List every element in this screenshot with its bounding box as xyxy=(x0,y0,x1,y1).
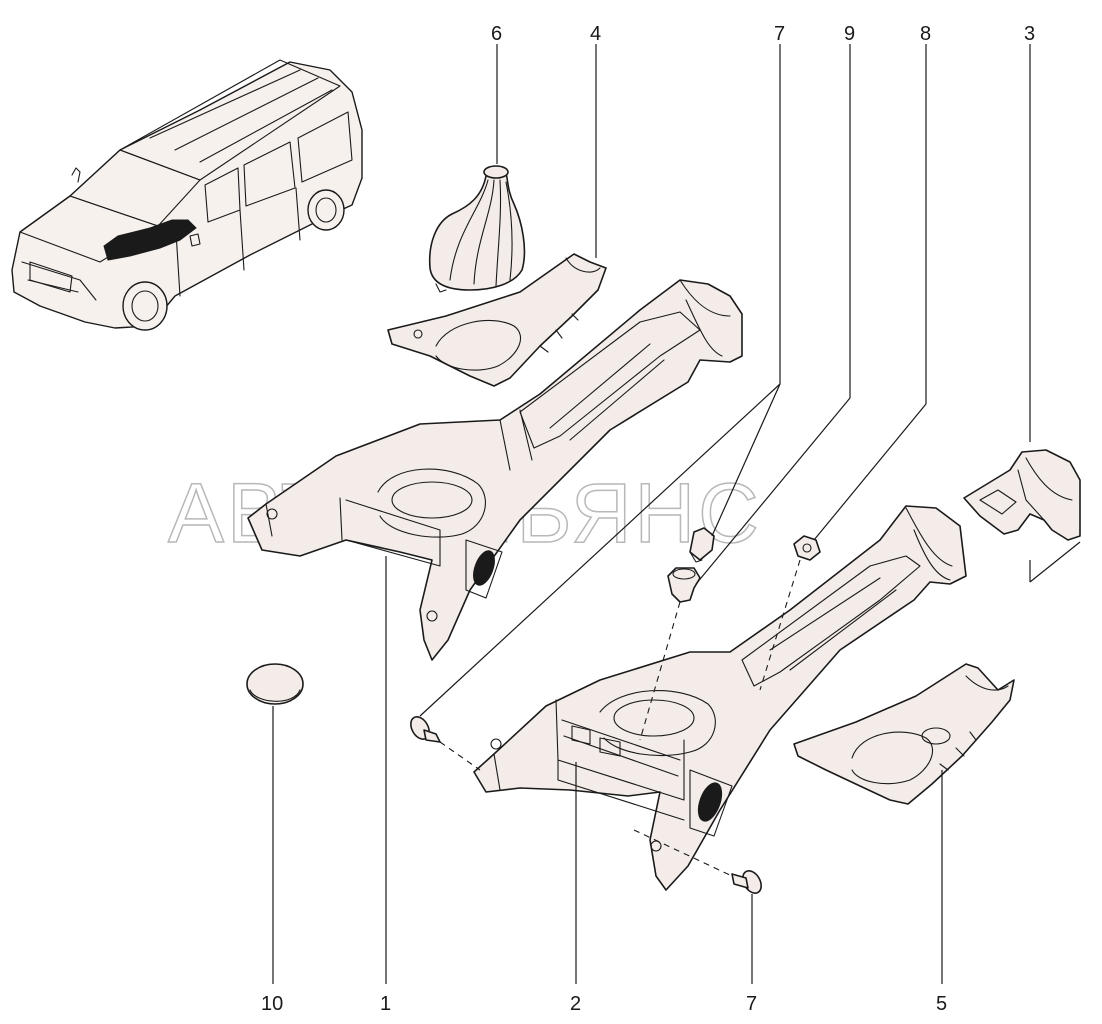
part-5-lower-trim xyxy=(793,663,1015,805)
part-9-grommet xyxy=(667,567,701,603)
part-2-console-lower xyxy=(473,505,967,891)
part-6-gear-boot xyxy=(428,165,526,293)
callout-7-top: 7 xyxy=(774,23,785,45)
callout-8: 8 xyxy=(920,23,931,45)
callout-2: 2 xyxy=(570,993,581,1015)
leader-lines xyxy=(272,44,1081,984)
callout-6: 6 xyxy=(491,23,502,45)
part-1-console-upper xyxy=(247,279,743,661)
vehicle-illustration xyxy=(11,59,363,331)
callout-labels: 6 4 7 9 8 3 10 1 2 7 5 xyxy=(261,23,1035,1015)
part-7-screw-left xyxy=(410,716,441,743)
callout-9: 9 xyxy=(844,23,855,45)
callout-10: 10 xyxy=(261,993,283,1015)
callout-3: 3 xyxy=(1024,23,1035,45)
callout-7-bottom: 7 xyxy=(746,993,757,1015)
part-10-plug xyxy=(246,663,304,705)
callout-1: 1 xyxy=(380,993,391,1015)
part-7-clip-top xyxy=(689,527,715,563)
part-8-nut xyxy=(793,535,821,561)
part-7-screw-bottom xyxy=(731,870,762,894)
callout-5: 5 xyxy=(936,993,947,1015)
callout-4: 4 xyxy=(590,23,601,45)
part-3-rear-cap xyxy=(963,449,1081,541)
part-4-upper-trim xyxy=(387,253,607,387)
